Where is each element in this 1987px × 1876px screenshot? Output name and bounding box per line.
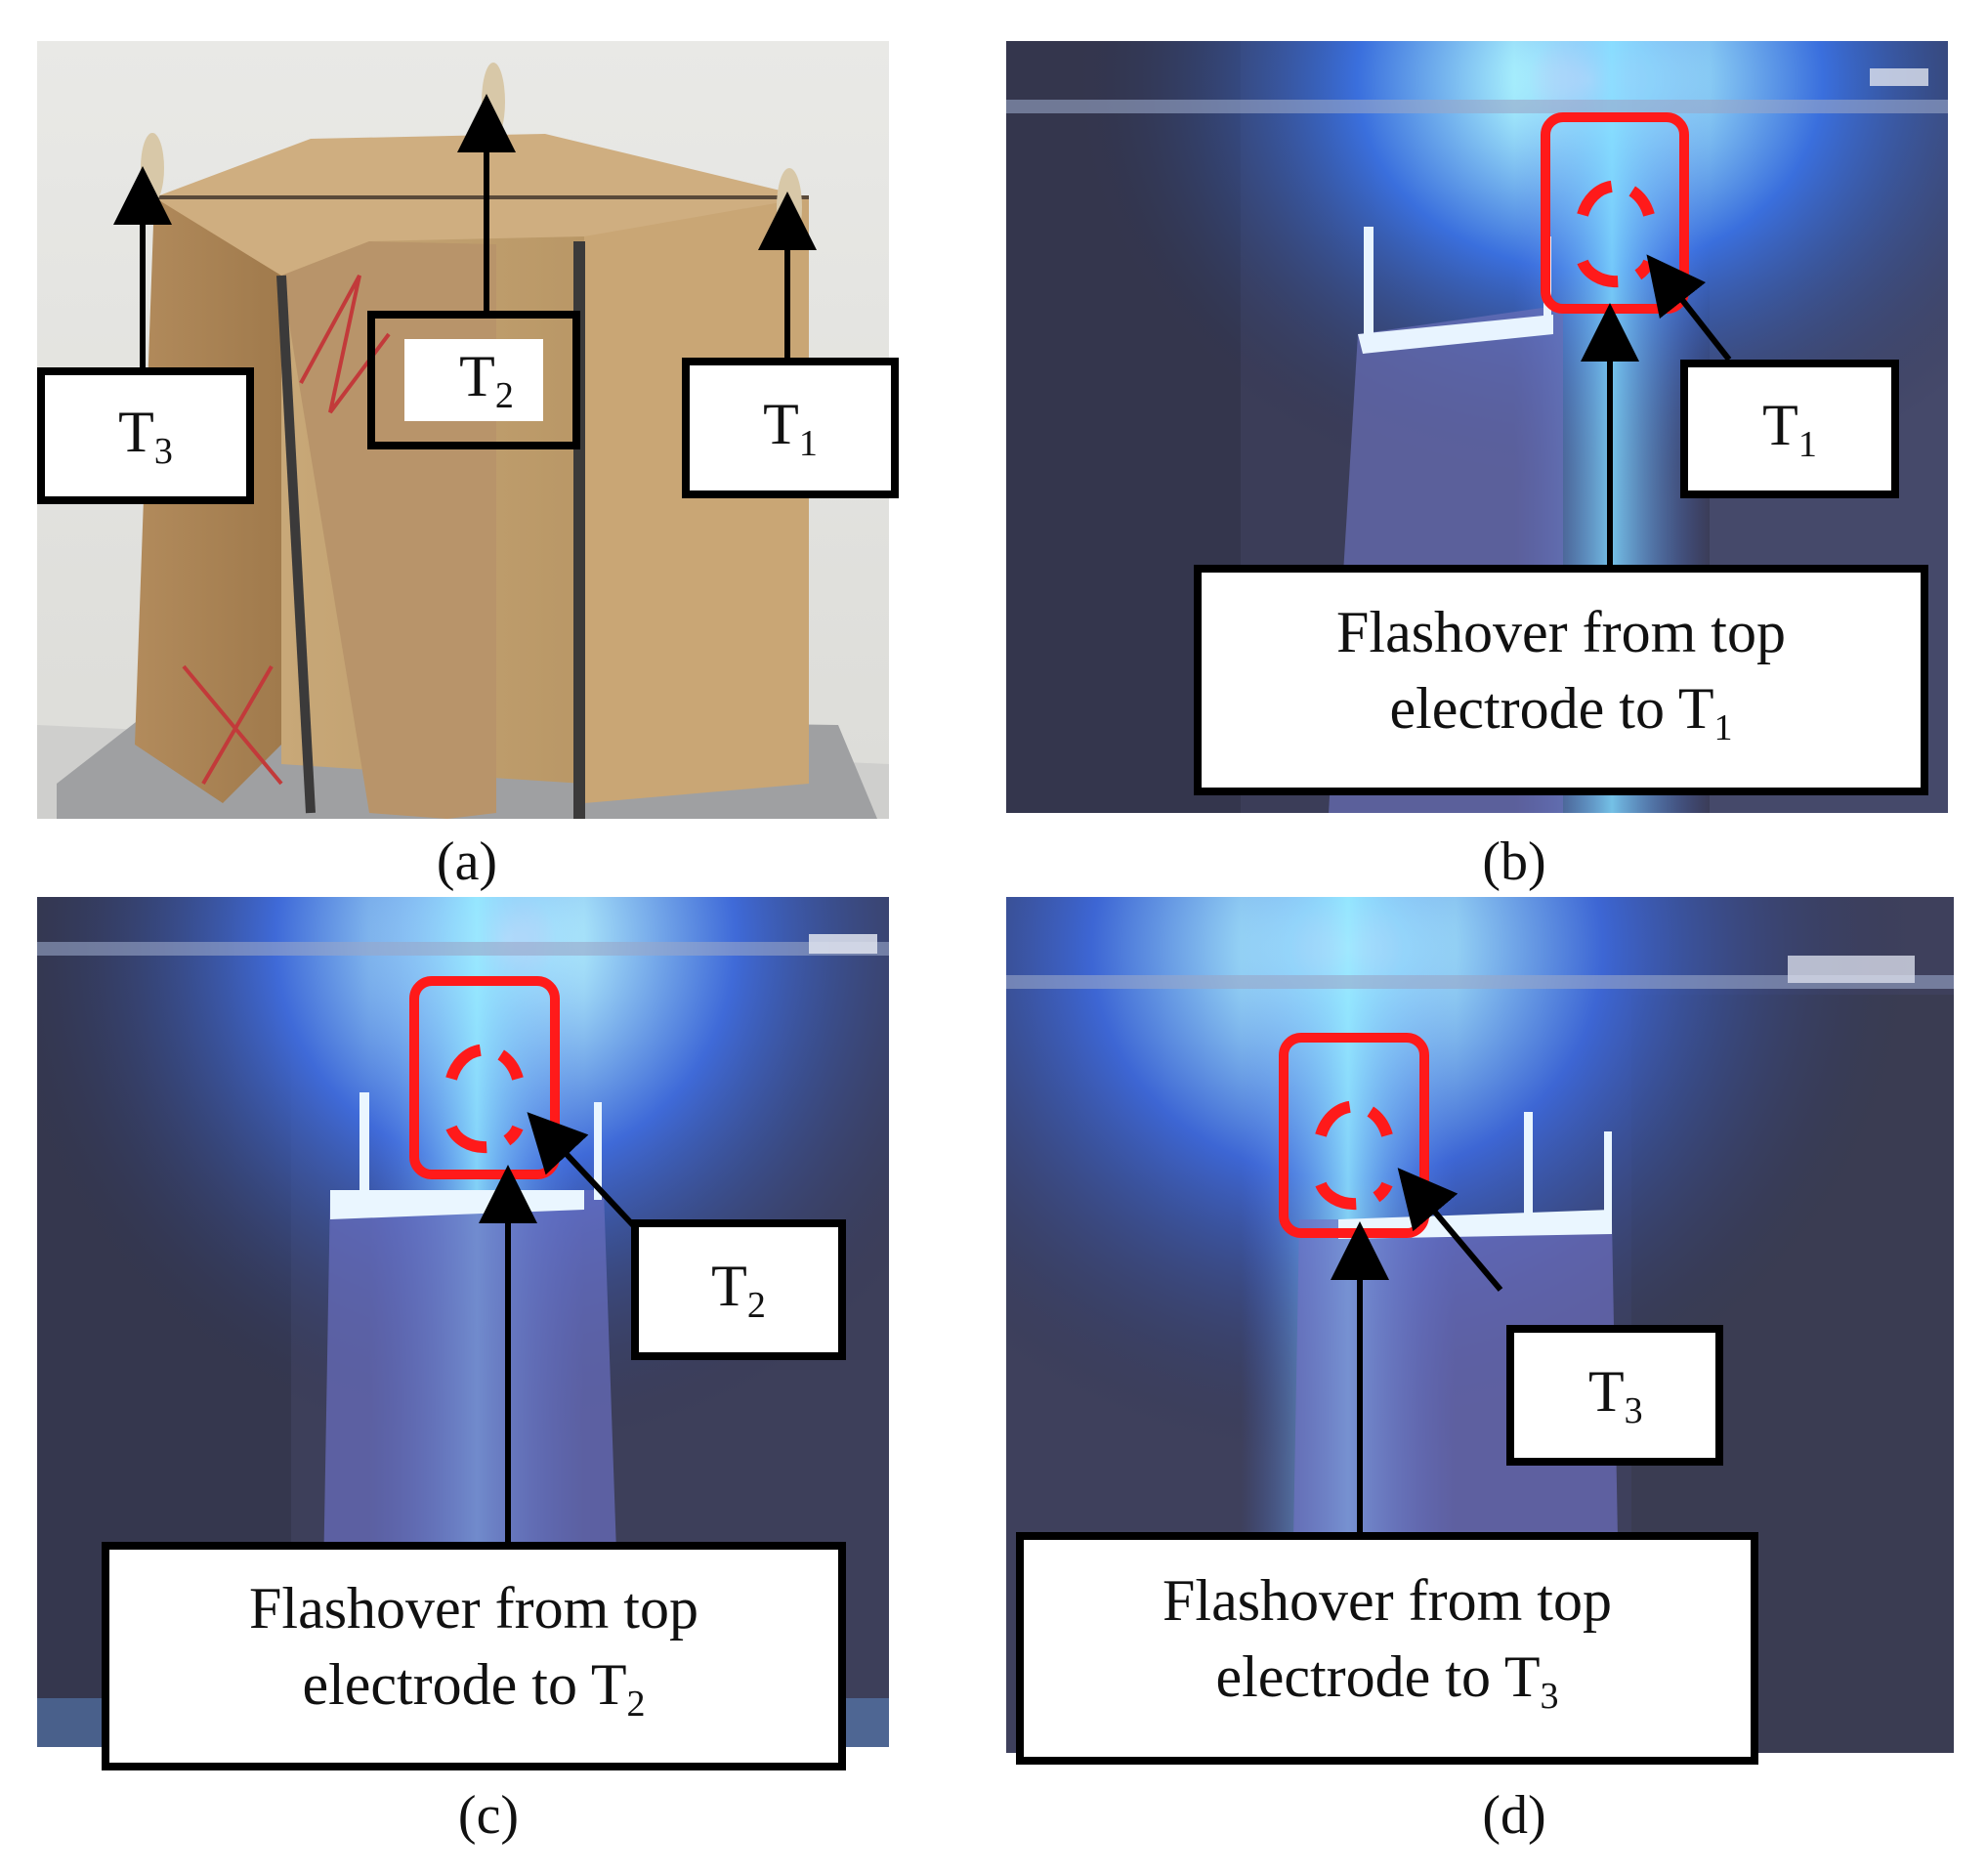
terminal-label-t2-box: T2 (367, 311, 580, 449)
flashover-caption-b: Flashover from top electrode to T1 (1194, 565, 1928, 795)
flashover-caption-d: Flashover from top electrode to T3 (1016, 1532, 1758, 1765)
caption-d: (d) (1482, 1785, 1546, 1846)
terminal-label-t1-box: T1 (682, 358, 899, 498)
flashover-line1-b: Flashover from top (1336, 600, 1786, 664)
terminal-label-t3: T3 (118, 400, 173, 472)
terminal-label-c: T2 (711, 1254, 766, 1326)
caption-b: (b) (1482, 831, 1546, 892)
terminal-label-d: T3 (1514, 1354, 1682, 1436)
terminal-label-b-box: T1 (1680, 360, 1899, 498)
flashover-line1-c: Flashover from top (249, 1576, 698, 1641)
terminal-label-t2: T2 (404, 339, 543, 421)
terminal-label-t3-box: T3 (37, 367, 254, 504)
terminal-label-d-box: T3 (1506, 1325, 1723, 1466)
terminal-label-c-box: T2 (631, 1219, 846, 1360)
flashover-line2-b: electrode to T1 (1389, 676, 1733, 748)
flashover-line2-c: electrode to T2 (302, 1652, 646, 1725)
flashover-line1-d: Flashover from top (1163, 1568, 1612, 1633)
flashover-caption-c: Flashover from top electrode to T2 (102, 1542, 846, 1770)
terminal-label-b: T1 (1762, 393, 1817, 465)
caption-a: (a) (436, 831, 498, 892)
terminal-label-t1: T1 (763, 392, 818, 464)
caption-c: (c) (457, 1785, 520, 1846)
flashover-line2-d: electrode to T3 (1215, 1644, 1559, 1717)
